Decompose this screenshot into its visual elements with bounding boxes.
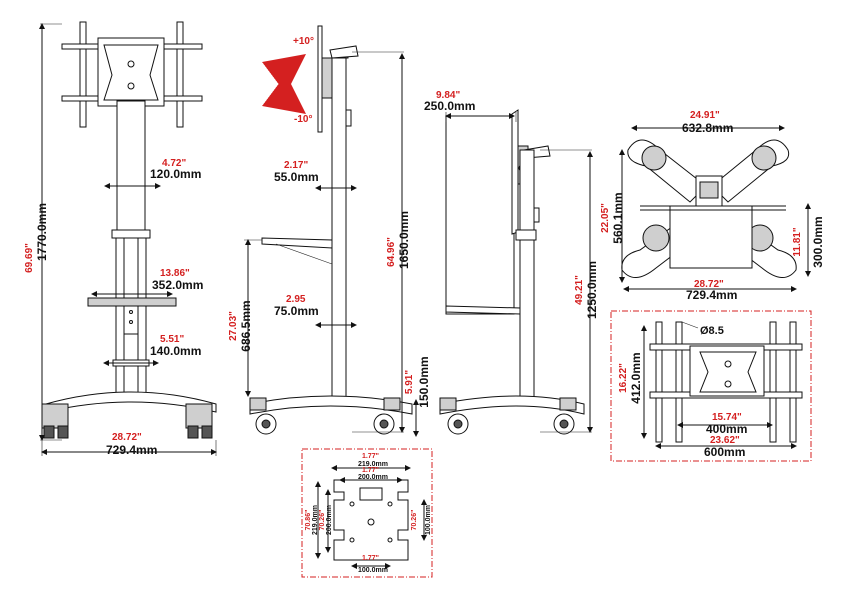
- top-small-in: 11.81": [792, 227, 803, 256]
- vesa-frame-detail: [610, 310, 812, 462]
- front-height-mm: 1770.0mm: [35, 203, 49, 261]
- side1-pole-mm: 75.0mm: [274, 304, 319, 318]
- front-twin-in: 5.51": [160, 334, 184, 345]
- side1-height-in: 64.96": [386, 237, 397, 267]
- side2-height-in: 49.21": [574, 275, 585, 305]
- top-small-mm: 300.0mm: [811, 216, 825, 267]
- front-height-in: 69.69": [24, 243, 35, 273]
- front-pole-in: 4.72": [162, 158, 186, 169]
- plate-inner-in: 1.77": [362, 467, 379, 474]
- tilt-down-label: -10°: [294, 114, 312, 125]
- side1-labels: +10° -10° 2.17" 55.0mm 2.95 75.0mm 64.96…: [228, 36, 431, 408]
- front-twin-mm: 140.0mm: [150, 344, 201, 358]
- plate-left2-mm: 200.0mm: [326, 505, 333, 535]
- side1-base-h-in: 5.91": [404, 370, 415, 394]
- front-base-in: 28.72": [112, 432, 142, 443]
- top-base-in: 28.72": [694, 279, 724, 290]
- vesa-detail-border: [610, 310, 812, 462]
- vesa-400-in: 15.74": [712, 412, 742, 423]
- plate-left2-in: 70.26": [319, 510, 326, 531]
- top-labels: 24.91" 632.8mm 22.05" 560.1mm 28.72" 729…: [600, 110, 825, 302]
- front-labels: 69.69" 1770.0mm 4.72" 120.0mm 13.86" 352…: [24, 158, 203, 457]
- top-width-in: 24.91": [690, 110, 720, 121]
- mount-plate-detail: [301, 448, 433, 578]
- tilt-up-label: +10°: [293, 36, 314, 47]
- side1-depth-in: 2.17": [284, 160, 308, 171]
- vesa-600-in: 23.62": [710, 435, 740, 446]
- front-shelf-mm: 352.0mm: [152, 278, 203, 292]
- front-base: [41, 391, 217, 439]
- plate-bot-mm: 100.0mm: [358, 567, 388, 574]
- side1-shelf-h-mm: 686.5mm: [239, 300, 253, 351]
- side1-depth-mm: 55.0mm: [274, 170, 319, 184]
- side1-base-h-mm: 150.0mm: [417, 356, 431, 407]
- plate-left-in: 70.86": [305, 510, 312, 531]
- side2-offset-in: 9.84": [436, 90, 460, 101]
- vesa-height-mm: 412.0mm: [629, 352, 643, 403]
- side2-labels: 9.84" 250.0mm 49.21" 1250.0mm: [424, 90, 599, 319]
- side-view-tv: [439, 109, 593, 435]
- plate-right-mm: 100.0mm: [425, 505, 432, 535]
- front-base-mm: 729.4mm: [106, 443, 157, 457]
- plate-top-mm: 219.0mm: [358, 461, 388, 468]
- plate-right-in: 70.26": [411, 510, 418, 531]
- side-view-tilt: [244, 25, 419, 437]
- vesa-600-mm: 600mm: [704, 445, 745, 459]
- plate-left-mm: 219.0mm: [312, 505, 319, 535]
- top-depth-mm: 560.1mm: [611, 192, 625, 243]
- plate-inner-mm: 200.0mm: [358, 474, 388, 481]
- front-pole: [111, 100, 151, 399]
- plate-top-in: 1.77": [362, 453, 379, 460]
- side1-height-mm: 1650.0mm: [397, 211, 411, 269]
- top-view-base: [619, 125, 811, 292]
- side2-height-mm: 1250.0mm: [585, 261, 599, 319]
- vesa-hole-label: Ø8.5: [700, 325, 724, 337]
- front-tv-bracket: [61, 21, 203, 128]
- top-depth-in: 22.05": [600, 203, 611, 233]
- side1-shelf-h-in: 27.03": [228, 311, 239, 341]
- plate-detail-border: [301, 448, 433, 578]
- tilt-arc: [262, 53, 306, 115]
- vesa-height-in: 16.22": [618, 363, 629, 393]
- side2-offset-mm: 250.0mm: [424, 99, 475, 113]
- front-shelf: [87, 297, 177, 335]
- front-view: [39, 21, 217, 456]
- top-width-mm: 632.8mm: [682, 121, 733, 135]
- top-base-mm: 729.4mm: [686, 288, 737, 302]
- vesa-400-mm: 400mm: [706, 422, 747, 436]
- front-shelf-in: 13.86": [160, 268, 190, 279]
- front-pole-mm: 120.0mm: [150, 167, 201, 181]
- plate-bot-in: 1.77": [362, 555, 379, 562]
- vesa-labels: Ø8.5 16.22" 412.0mm 15.74" 400mm 23.62" …: [618, 325, 747, 459]
- plate-labels: 1.77" 219.0mm 1.77" 200.0mm 1.77" 100.0m…: [305, 453, 432, 574]
- side1-pole-in: 2.95: [286, 294, 306, 305]
